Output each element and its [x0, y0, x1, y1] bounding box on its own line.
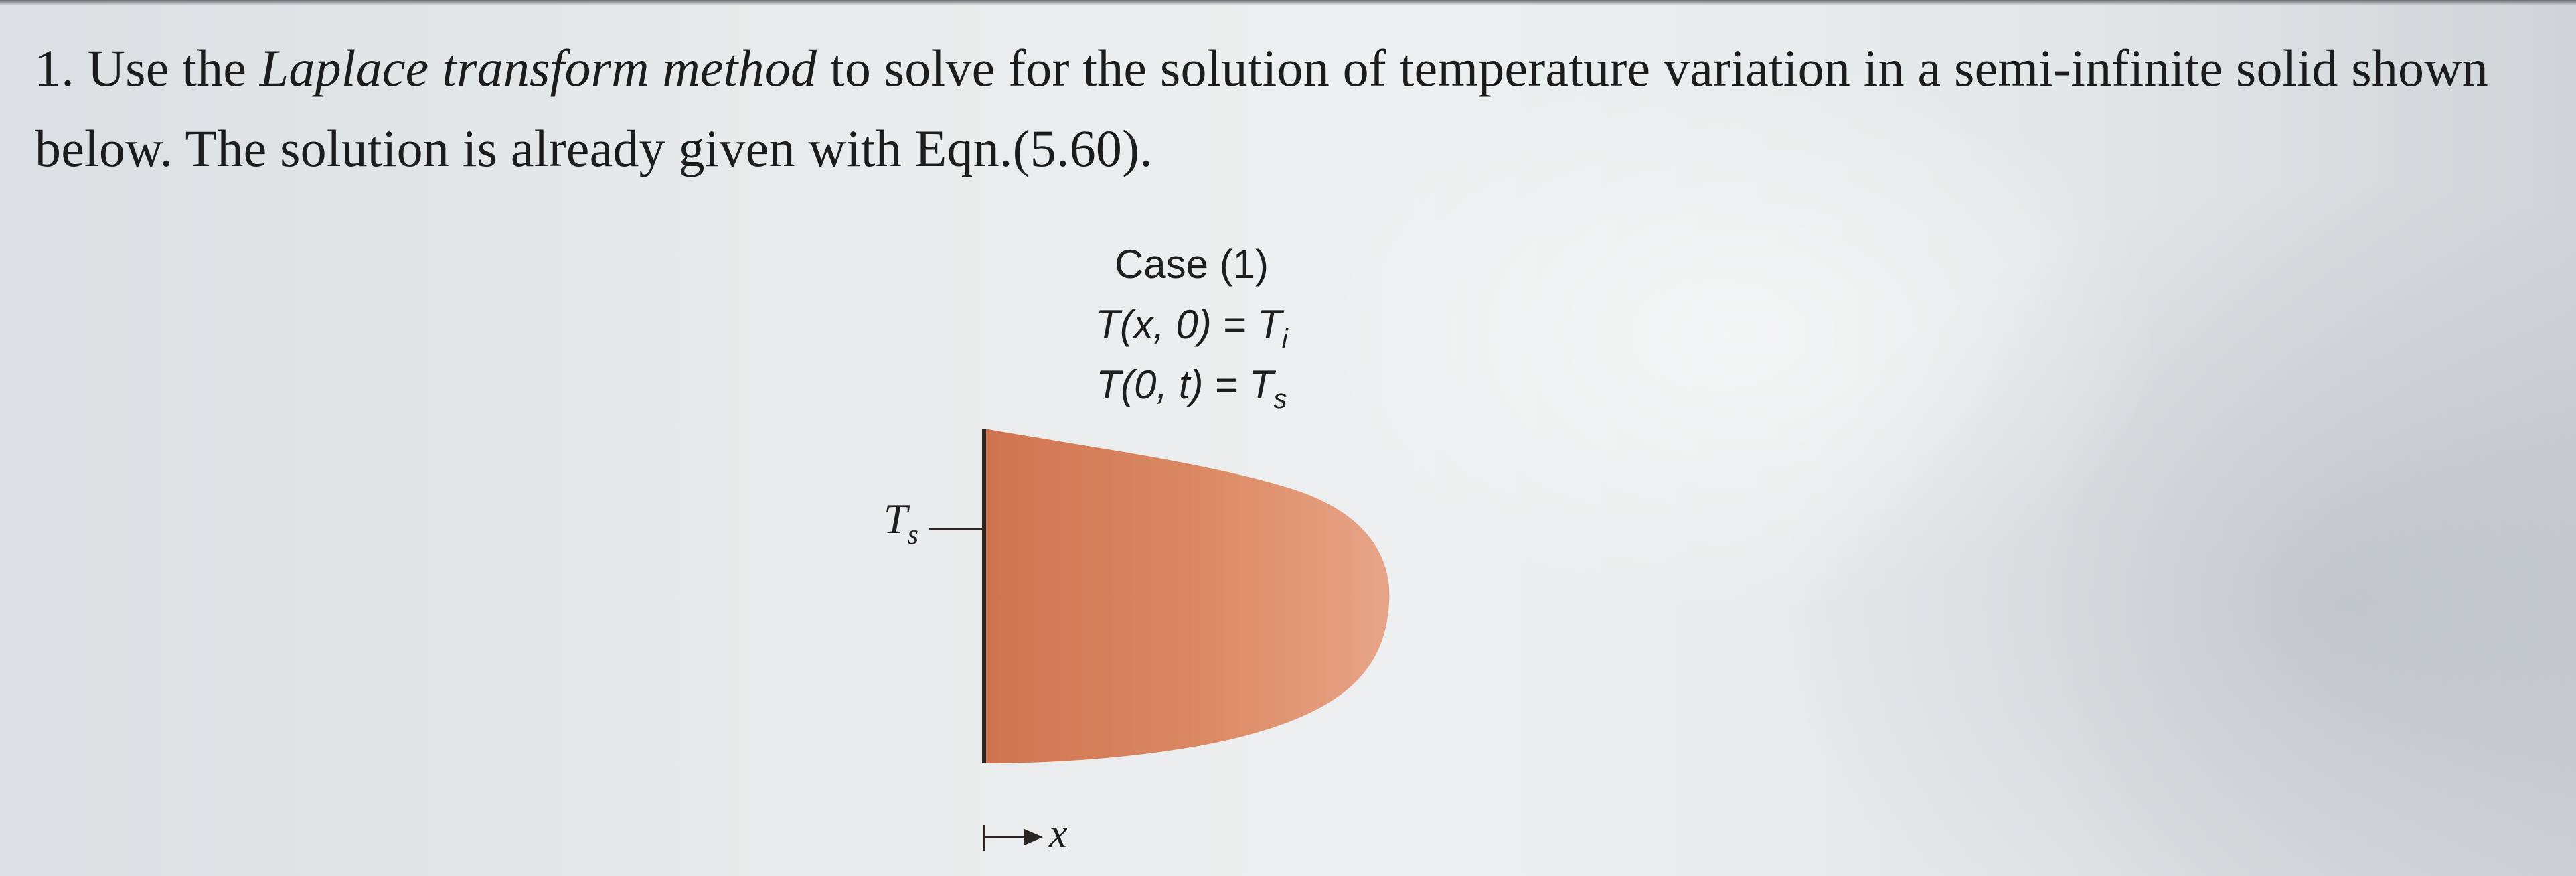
initial-condition: T(x, 0) = Ti	[1044, 295, 1339, 355]
initial-condition-lhs: T(x, 0) = T	[1095, 302, 1282, 347]
problem-text-after: to solve for the solution of temperature…	[35, 39, 2488, 177]
semi-infinite-solid-figure: Case (1) T(x, 0) = Ti T(0, t) = Ts Ts x	[857, 234, 1459, 871]
boundary-condition-lhs: T(0, t) = T	[1096, 362, 1274, 407]
boundary-condition-subscript: s	[1273, 384, 1287, 414]
problem-statement: 1. Use the Laplace transform method to s…	[35, 28, 2539, 189]
semi-infinite-solid	[984, 429, 1390, 763]
case-title: Case (1)	[1114, 242, 1269, 287]
screen-top-edge	[0, 0, 2576, 5]
problem-method-emphasis: Laplace transform method	[259, 39, 817, 97]
surface-temperature-subscript: s	[907, 520, 918, 551]
initial-condition-subscript: i	[1281, 324, 1288, 354]
solid-diagram	[929, 429, 1390, 851]
case-conditions: Case (1) T(x, 0) = Ti T(0, t) = Ts	[1044, 234, 1339, 415]
x-axis-label: x	[1049, 811, 1068, 857]
problem-number: 1.	[35, 39, 74, 97]
problem-text-before: Use the	[87, 39, 247, 97]
x-axis-arrowhead	[1024, 829, 1043, 845]
boundary-condition: T(0, t) = Ts	[1044, 355, 1339, 415]
surface-temperature-label: Ts	[884, 495, 918, 551]
